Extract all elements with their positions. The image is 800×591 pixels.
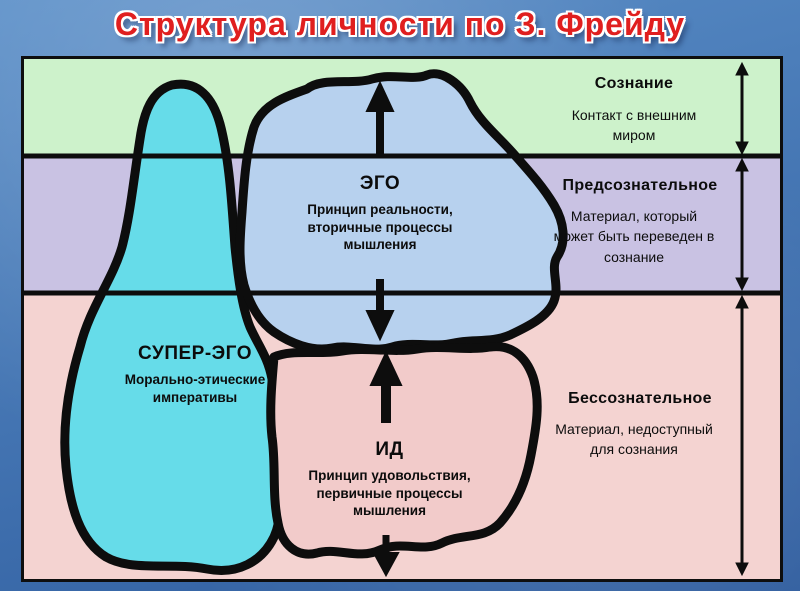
id-to-ego-arrow-icon [369, 350, 403, 423]
page-title: Структура личности по З. Фрейду [114, 6, 686, 42]
ego-to-id-arrow-icon [365, 279, 395, 342]
ego-desc: Принцип реальности, вторичные процессы м… [307, 202, 453, 253]
conscious-extent-arrow-icon [735, 61, 749, 156]
superego-region-shape [60, 79, 285, 575]
conscious-desc: Контакт с внешним миром [571, 107, 697, 144]
ego-region-shape [235, 69, 568, 354]
id-region-shape [266, 342, 542, 559]
preconscious-label: Предсознательное [562, 177, 718, 194]
id-label: ИД [375, 439, 404, 460]
region-ego-text: ЭГО Принцип реальности, вторичные процес… [280, 173, 480, 254]
ego-label: ЭГО [359, 173, 401, 194]
id-desc: Принцип удовольствия, первичные процессы… [308, 468, 471, 519]
unconscious-extent-arrow-icon [735, 294, 749, 577]
ego-to-conscious-arrow-icon [365, 80, 395, 156]
conscious-label: Сознание [594, 75, 674, 92]
unconscious-label: Бессознательное [568, 390, 712, 407]
iceberg-map-graphic [24, 61, 780, 578]
region-superego-text: СУПЕР-ЭГО Морально-этические императивы [90, 343, 300, 406]
superego-desc: Морально-этические императивы [124, 372, 266, 405]
preconscious-desc: Материал, который может быть переведен в… [553, 208, 715, 265]
unconscious-desc: Материал, недоступный для сознания [555, 421, 713, 458]
superego-label: СУПЕР-ЭГО [138, 343, 252, 364]
region-id-text: ИД Принцип удовольствия, первичные проце… [282, 439, 497, 520]
freud-diagram-panel: ЭГО Принцип реальности, вторичные процес… [21, 56, 783, 582]
id-bottom-arrow-icon [372, 535, 400, 578]
preconscious-extent-arrow-icon [735, 157, 749, 292]
